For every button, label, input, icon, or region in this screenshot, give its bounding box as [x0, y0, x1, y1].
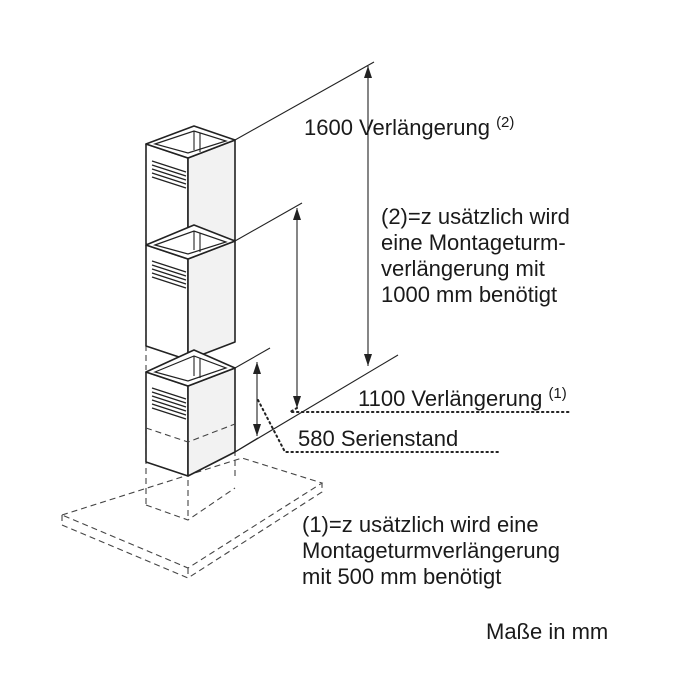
note-2: (2)=z usätzlich wird eine Montageturm- v…	[381, 204, 570, 308]
vent-slots-top	[151, 160, 187, 189]
vent-slots-bottom	[151, 387, 187, 420]
note-2-line-2: eine Montageturm-	[381, 230, 566, 255]
note-1-line-3: mit 500 mm benötigt	[302, 564, 502, 589]
ceiling-plate	[60, 457, 324, 579]
extension-lines	[234, 61, 399, 453]
label-580-standard: 580 Serienstand	[298, 426, 459, 451]
note-2-line-1: (2)=z usätzlich wird	[381, 204, 570, 229]
note-1-line-1: (1)=z usätzlich wird eine	[302, 512, 539, 537]
units-label: Maße in mm	[486, 619, 609, 644]
dimension-580	[253, 362, 261, 436]
tower-module-middle	[145, 224, 236, 361]
tower-module-bottom	[145, 349, 236, 477]
note-1-line-2: Montageturmverlängerung	[302, 538, 561, 563]
note-2-line-3: verlängerung mit	[381, 256, 545, 281]
note-2-line-4: 1000 mm benötigt	[381, 282, 558, 307]
vent-slots-middle	[151, 260, 187, 289]
label-1100-extension: 1100 Verlängerung (1)	[358, 385, 567, 411]
note-1: (1)=z usätzlich wird eine Montageturmver…	[302, 512, 560, 590]
dimension-1600	[364, 66, 372, 366]
dimension-1100	[293, 208, 301, 408]
label-1600-extension: 1600 Verlängerung (2)	[304, 114, 515, 140]
leader-lines	[257, 399, 571, 453]
